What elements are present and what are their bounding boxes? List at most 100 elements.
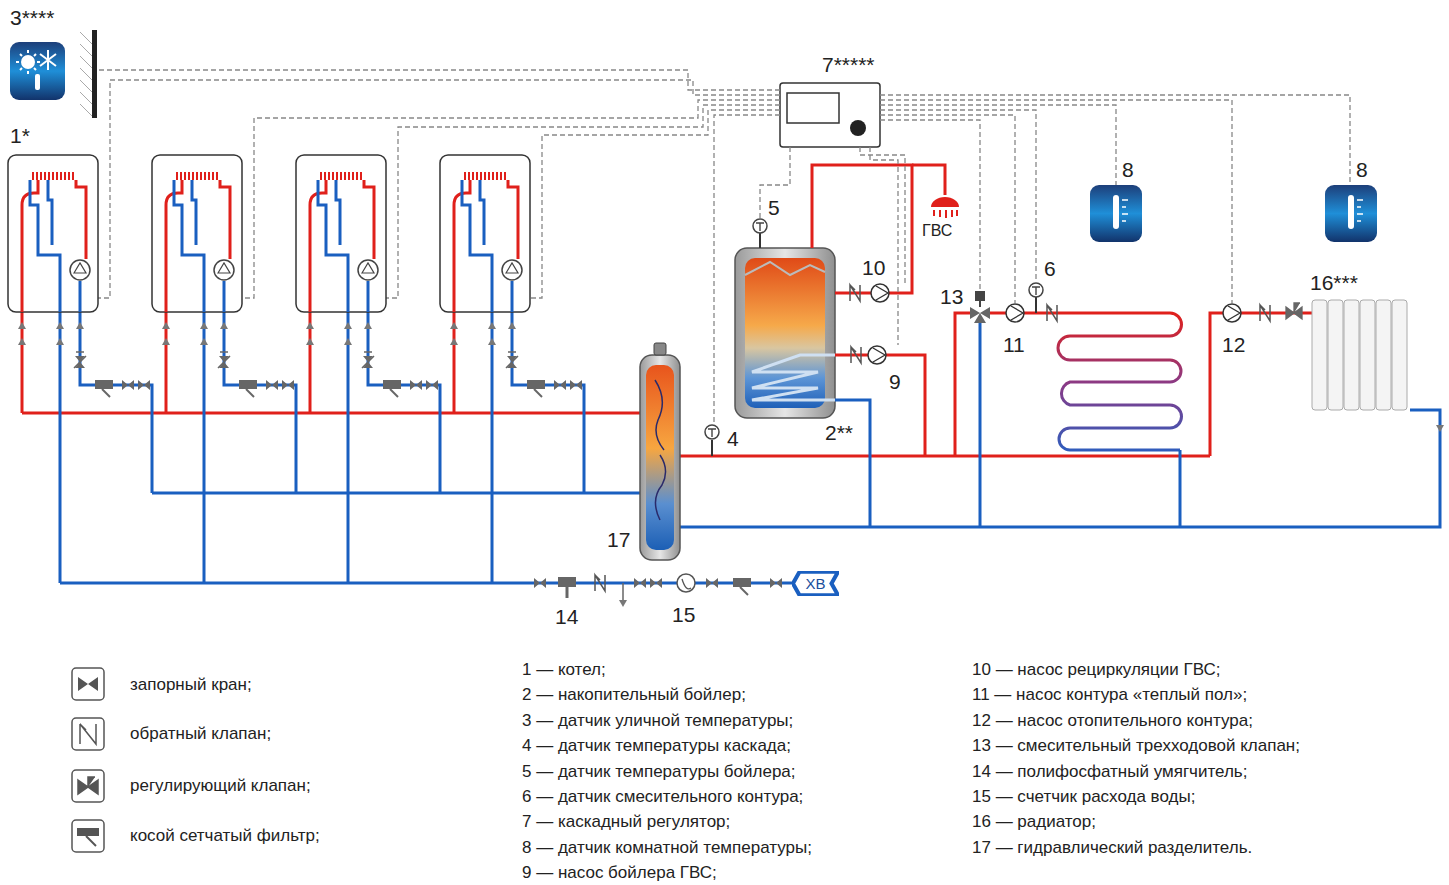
boiler-unit bbox=[440, 155, 530, 312]
shutoff-valve bbox=[75, 356, 85, 368]
shutoff-valve bbox=[363, 356, 373, 368]
pump-symbol bbox=[1223, 304, 1241, 322]
check-valve bbox=[1047, 305, 1057, 321]
key-entry: 7 — каскадный регулятор; bbox=[522, 812, 730, 832]
pump-symbol bbox=[1228, 306, 1240, 320]
flow-arrow bbox=[56, 322, 64, 329]
inlet-shape bbox=[793, 572, 838, 596]
shutoff-valve bbox=[706, 578, 718, 588]
pump-symbol bbox=[873, 348, 885, 362]
flow-arrow bbox=[18, 338, 26, 345]
callout-number: 17 bbox=[607, 528, 630, 552]
strainer-filter bbox=[95, 380, 113, 389]
callout-number: 8 bbox=[1356, 158, 1368, 182]
pump-symbol bbox=[868, 346, 886, 364]
pipe bbox=[512, 312, 584, 493]
strainer-filter bbox=[740, 587, 748, 595]
flow-arrow bbox=[488, 338, 496, 345]
shutoff-valve bbox=[534, 578, 546, 588]
key-entry: 15 — счетчик расхода воды; bbox=[972, 787, 1195, 807]
shutoff-valve bbox=[554, 380, 566, 390]
key-entry: 10 — насос рециркуляции ГВС; bbox=[972, 660, 1220, 680]
key-entry: 14 — полифосфатный умягчитель; bbox=[972, 762, 1247, 782]
strainer-filter bbox=[102, 389, 110, 397]
radiator-section bbox=[1344, 300, 1359, 410]
shutoff-valve bbox=[282, 380, 294, 390]
callout-number: 15 bbox=[672, 603, 695, 627]
check-valve bbox=[850, 285, 860, 301]
flow-arrow bbox=[200, 338, 208, 345]
legend-text: обратный клапан; bbox=[130, 724, 271, 744]
shutoff-valve bbox=[219, 356, 229, 368]
callout-number: 3**** bbox=[10, 6, 54, 30]
check-valve bbox=[1260, 305, 1270, 321]
radiator-section bbox=[1392, 300, 1407, 410]
callout-number: 13 bbox=[940, 285, 963, 309]
boiler-unit bbox=[8, 155, 98, 312]
flow-arrow bbox=[18, 322, 26, 329]
callout-number: 9 bbox=[889, 370, 901, 394]
pump-symbol bbox=[1011, 306, 1023, 320]
key-entry: 6 — датчик смесительного контура; bbox=[522, 787, 803, 807]
radiator-section bbox=[1328, 300, 1343, 410]
pump-symbol bbox=[871, 284, 889, 302]
callout-number: 10 bbox=[862, 256, 885, 280]
boiler-unit bbox=[296, 155, 386, 312]
callout-number: 2** bbox=[825, 421, 853, 445]
inlet-tag: ХВ bbox=[792, 571, 839, 596]
key-entry: 17 — гидравлический разделитель. bbox=[972, 838, 1252, 858]
polyphosphate-softener bbox=[558, 577, 576, 587]
key-entry: 4 — датчик температуры каскада; bbox=[522, 736, 791, 756]
strainer-filter bbox=[246, 389, 254, 397]
polyphosphate-softener bbox=[566, 587, 569, 598]
inlet-label: ХВ bbox=[792, 571, 839, 596]
radiator-section bbox=[1376, 300, 1391, 410]
flow-arrow bbox=[220, 322, 228, 329]
callout-number: ГВС bbox=[922, 222, 952, 240]
valve-actuator bbox=[979, 301, 981, 307]
callout-number: 16*** bbox=[1310, 271, 1358, 295]
pipe bbox=[59, 312, 62, 583]
boiler-unit bbox=[152, 155, 242, 312]
flow-arrow bbox=[162, 322, 170, 329]
strainer-filter bbox=[239, 380, 257, 389]
pipe bbox=[368, 312, 440, 493]
shutoff-valve bbox=[122, 380, 134, 390]
water-meter bbox=[682, 579, 691, 589]
flow-arrow bbox=[1436, 425, 1444, 432]
pump-symbol bbox=[876, 286, 888, 300]
key-entry: 8 — датчик комнатной температуры; bbox=[522, 838, 812, 858]
callout-number: 5 bbox=[768, 196, 780, 220]
drain-tap bbox=[622, 583, 624, 600]
flow-arrow bbox=[508, 322, 516, 329]
flow-arrow bbox=[450, 322, 458, 329]
pipe bbox=[491, 312, 494, 583]
check-valve bbox=[851, 347, 861, 363]
shutoff-valve bbox=[426, 380, 438, 390]
flow-arrow bbox=[162, 338, 170, 345]
legend-text: запорный кран; bbox=[130, 675, 252, 695]
callout-number: 4 bbox=[727, 427, 739, 451]
flow-arrow bbox=[200, 322, 208, 329]
callout-number: 6 bbox=[1044, 257, 1056, 281]
strainer-filter bbox=[527, 380, 545, 389]
flow-arrow bbox=[56, 338, 64, 345]
key-entry: 13 — смесительный трехходовой клапан; bbox=[972, 736, 1300, 756]
callout-number: 11 bbox=[1003, 333, 1025, 357]
pump-symbol bbox=[1006, 304, 1024, 322]
shutoff-valve bbox=[507, 356, 517, 368]
shutoff-valve bbox=[770, 578, 782, 588]
flow-arrow bbox=[450, 338, 458, 345]
regulating-valve bbox=[506, 352, 518, 368]
callout-number: 7***** bbox=[822, 53, 875, 77]
strainer-filter bbox=[383, 380, 401, 389]
flow-arrow bbox=[344, 322, 352, 329]
flow-arrow bbox=[306, 338, 314, 345]
pipe bbox=[203, 312, 206, 583]
shutoff-valve bbox=[138, 380, 150, 390]
legend-text: регулирующий клапан; bbox=[130, 776, 311, 796]
key-entry: 1 — котел; bbox=[522, 660, 606, 680]
shutoff-valve bbox=[266, 380, 278, 390]
regulating-valve bbox=[218, 352, 230, 368]
